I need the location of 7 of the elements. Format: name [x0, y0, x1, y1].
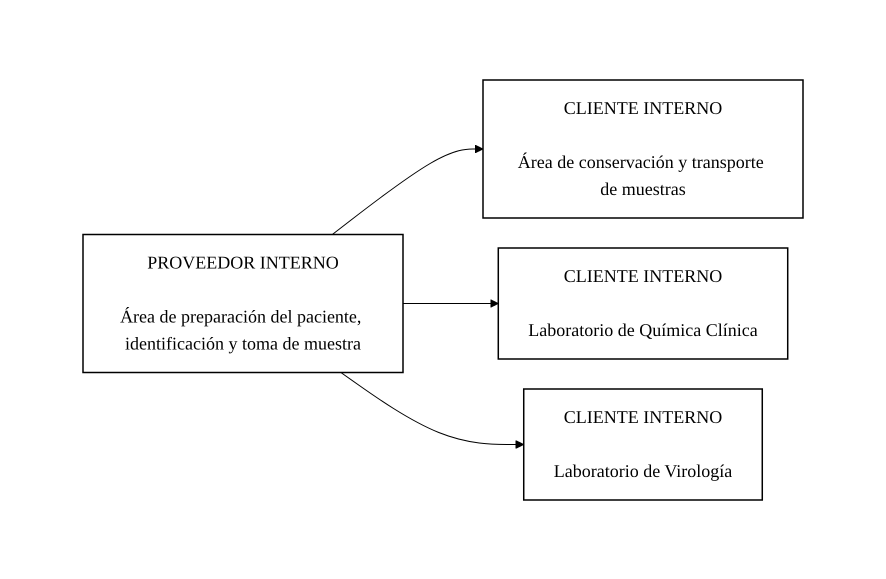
arrow: [402, 298, 499, 308]
arrow: [332, 144, 484, 234]
node-box: CLIENTE INTERNO Laboratorio de Química Clínica: [498, 246, 788, 360]
node-box: CLIENTE INTERNO Laboratorio de Virología: [522, 388, 764, 500]
arrow: [340, 372, 524, 448]
node-box: CLIENTE INTERNO Área de conservación y transporte de muestras: [482, 78, 804, 218]
node-box: PROVEEDOR INTERNO Área de preparación del paciente, identificación y toma de muestra: [82, 233, 404, 373]
